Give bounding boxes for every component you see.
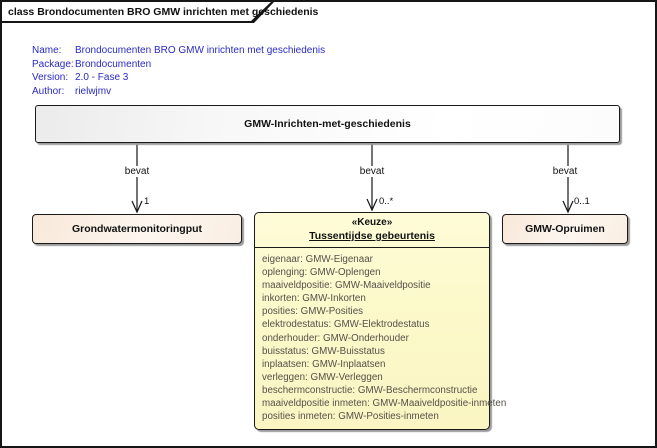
arrowhead-open-right	[562, 200, 574, 214]
metadata-value: Brondocumenten BRO GMW inrichten met ges…	[75, 45, 326, 56]
metadata-label: Author:	[32, 85, 65, 97]
arrowhead-open-left	[131, 200, 143, 214]
diagram-metadata: Name: Brondocumenten BRO GMW inrichten m…	[32, 44, 325, 98]
attribute-row: inkorten: GMW-Inkorten	[262, 293, 366, 305]
metadata-label: Version:	[32, 72, 69, 83]
metadata-row-author: Author: rielwjmv	[32, 85, 325, 99]
diagram-title: class Brondocumenten BRO GMW inrichten m…	[8, 6, 319, 18]
class-title: GMW-Opruimen	[525, 223, 605, 235]
multiplicity-label-right: 0..1	[574, 196, 590, 207]
class-tussentijdse-gebeurtenis[interactable]: «Keuze» Tussentijdse gebeurtenis eigenaa…	[254, 212, 507, 430]
class-gmw-inrichten-met-geschiedenis[interactable]: GMW-Inrichten-met-geschiedenis	[35, 105, 620, 143]
attribute-row: maaiveldpositie inmeten: GMW-Maaiveldpos…	[262, 398, 507, 410]
attribute-row: eigenaar: GMW-Eigenaar	[262, 254, 373, 265]
metadata-row-version: Version: 2.0 - Fase 3	[32, 71, 325, 85]
attribute-row: inplaatsen: GMW-Inplaatsen	[262, 358, 386, 370]
tab-fill-shape	[2, 2, 271, 21]
attribute-row: maaiveldpositie: GMW-Maaiveldpositie	[262, 280, 431, 292]
class-grondwatermonitoringput[interactable]: Grondwatermonitoringput	[32, 214, 242, 244]
metadata-value: 2.0 - Fase 3	[75, 72, 129, 83]
multiplicity-label-middle: 0..*	[379, 196, 394, 207]
class-title: GMW-Inrichten-met-geschiedenis	[244, 118, 411, 130]
attribute-row: onderhouder: GMW-Onderhouder	[262, 332, 409, 344]
class-gmw-opruimen[interactable]: GMW-Opruimen	[502, 214, 628, 244]
metadata-row-name: Name: Brondocumenten BRO GMW inrichten m…	[32, 44, 325, 58]
multiplicity-label-left: 1	[144, 196, 150, 207]
metadata-value: rielwjmv	[75, 85, 112, 97]
arrowhead-open-middle	[366, 198, 378, 212]
metadata-label: Name:	[32, 45, 62, 56]
connector-label-bevat-right: bevat	[550, 166, 580, 177]
attribute-row: posities: GMW-Posities	[262, 306, 364, 318]
class-attributes: eigenaar: GMW-Eigenaar oplenging: GMW-Op…	[255, 248, 507, 428]
connector-label-bevat-middle: bevat	[357, 166, 387, 177]
connector-label-bevat-left: bevat	[122, 166, 152, 177]
class-title: Tussentijdse gebeurtenis	[309, 230, 435, 242]
attribute-row: posities inmeten: GMW-Posities-inmeten	[262, 411, 439, 423]
attribute-row: oplenging: GMW-Oplengen	[262, 267, 381, 279]
diagram-frame-tab: class Brondocumenten BRO GMW inrichten m…	[2, 2, 318, 23]
class-header: «Keuze» Tussentijdse gebeurtenis	[255, 213, 489, 248]
class-title: Grondwatermonitoringput	[71, 223, 203, 235]
metadata-row-package: Package: Brondocumenten	[32, 58, 325, 72]
class-stereotype: «Keuze»	[351, 217, 393, 228]
metadata-label: Package:	[32, 58, 74, 70]
attribute-row: beschermconstructie: GMW-Beschermconstru…	[262, 384, 478, 396]
attribute-row: buisstatus: GMW-Buisstatus	[262, 345, 385, 357]
metadata-value: Brondocumenten	[75, 58, 152, 70]
attribute-row: elektrodestatus: GMW-Elektrodestatus	[262, 319, 430, 331]
attribute-row: verleggen: GMW-Verleggen	[262, 371, 383, 383]
